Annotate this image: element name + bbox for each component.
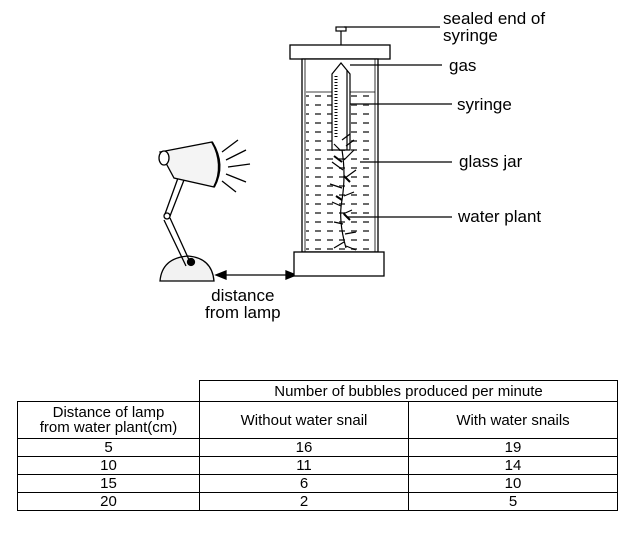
label-glass-jar: glass jar [459,152,523,171]
apparatus-diagram [158,26,452,282]
table-row: 5 16 19 [17,438,618,457]
syringe [331,26,351,151]
label-sealed-end-line2: syringe [443,26,498,45]
col-header-distance-line2: from water plant(cm) [39,419,178,436]
cell-without-snail: 16 [199,438,409,457]
cell-distance: 10 [17,456,200,475]
table-blank-cell [17,380,200,402]
table-header-row: Distance of lamp from water plant(cm) Wi… [17,401,618,439]
label-water-plant: water plant [458,207,542,226]
cell-distance: 5 [17,438,200,457]
leader-lines [344,26,452,218]
col-header-distance: Distance of lamp from water plant(cm) [17,401,200,439]
label-distance-line2: from lamp [205,303,281,322]
col-header-without-snail: Without water snail [199,401,409,439]
cell-with-snails: 19 [408,438,618,457]
water-plant [329,133,357,251]
label-syringe: syringe [457,95,512,114]
table-row: 20 2 5 [17,492,618,511]
col-header-with-snails: With water snails [408,401,618,439]
cell-without-snail: 11 [199,456,409,475]
lamp [158,139,251,282]
table-group-header-row: Number of bubbles produced per minute [17,380,618,402]
col-header-distance-line1: Distance of lamp [52,404,165,421]
cell-without-snail: 6 [199,474,409,493]
label-sealed-end-line1: sealed end of [443,9,546,28]
bubbles-table: Number of bubbles produced per minute Di… [17,380,618,511]
table-row: 15 6 10 [17,474,618,493]
cell-distance: 20 [17,492,200,511]
cell-without-snail: 2 [199,492,409,511]
label-gas: gas [449,56,477,75]
cell-with-snails: 5 [408,492,618,511]
table-row: 10 11 14 [17,456,618,475]
table-group-header: Number of bubbles produced per minute [199,380,618,402]
cell-with-snails: 10 [408,474,618,493]
cell-distance: 15 [17,474,200,493]
label-distance-line1: distance [211,286,275,305]
distance-arrow [214,270,298,280]
cell-with-snails: 14 [408,456,618,475]
label-sealed-end: sealed end of syringe [443,10,545,44]
label-distance: distance from lamp [205,287,281,321]
